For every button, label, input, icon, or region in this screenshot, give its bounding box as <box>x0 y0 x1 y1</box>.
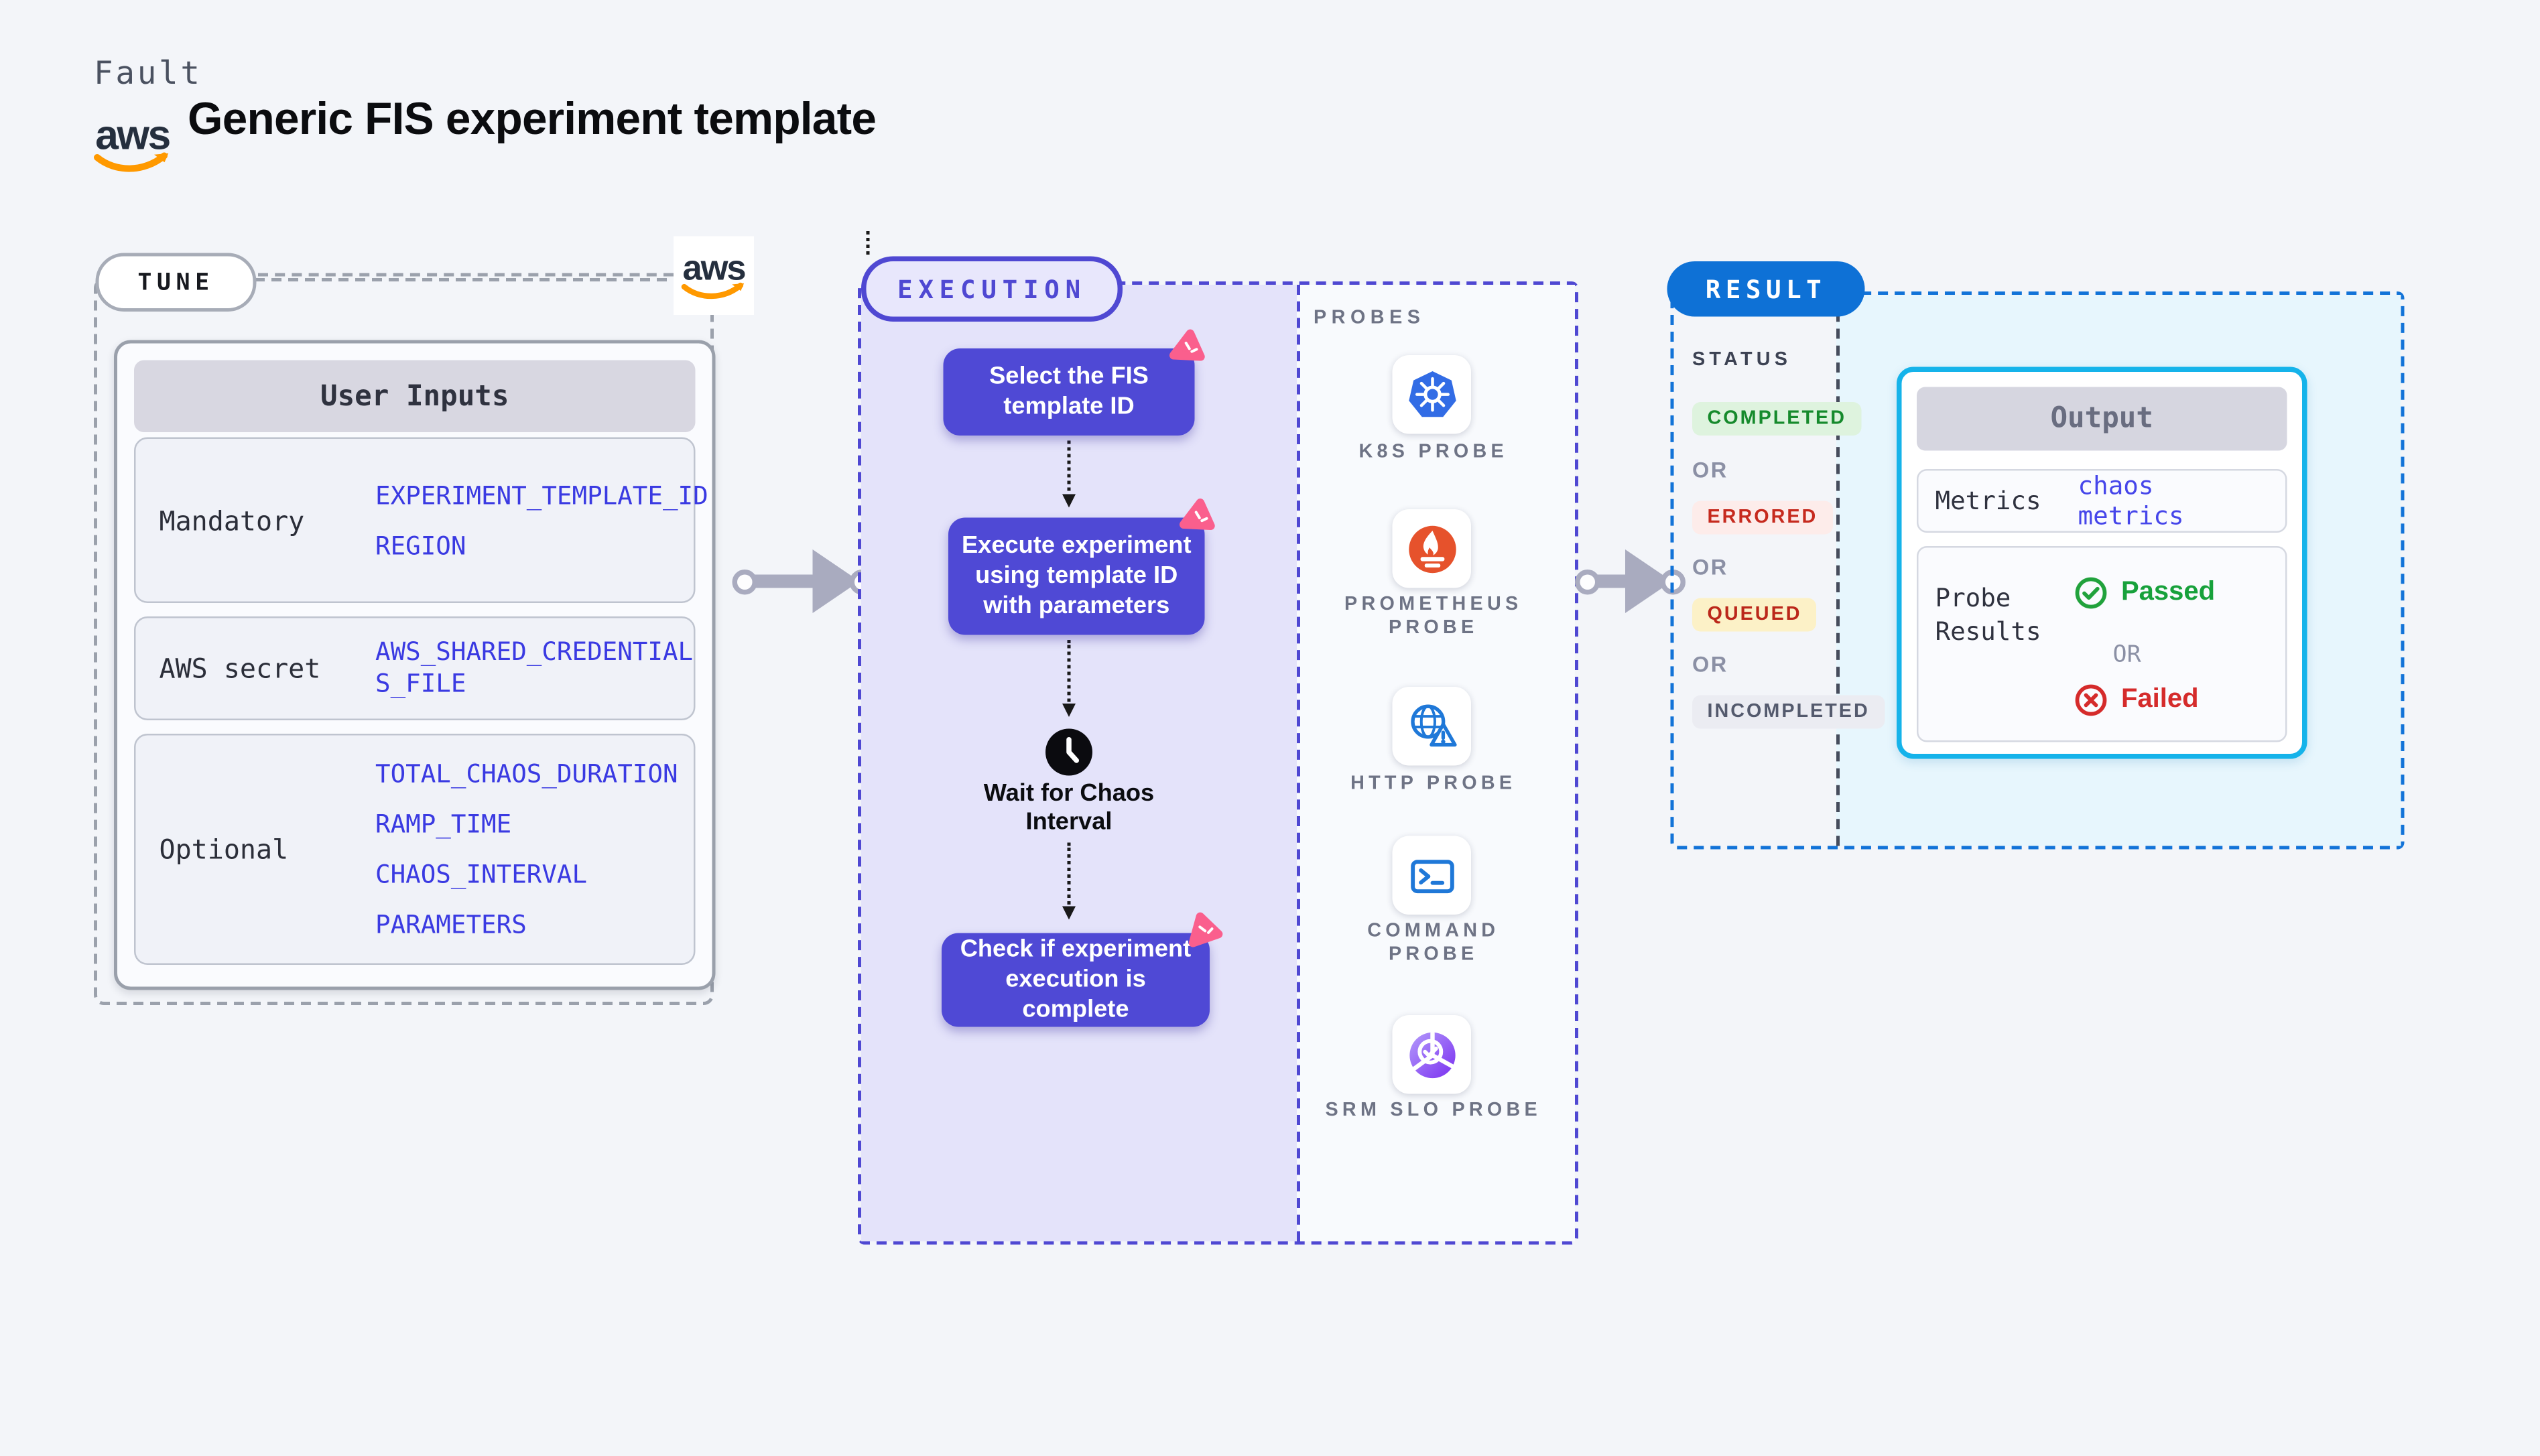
check-circle-icon <box>2075 577 2107 609</box>
svg-text:aws: aws <box>683 250 746 288</box>
chaos-fault-icon <box>1183 910 1223 959</box>
probe-results-label: Probe Results <box>1935 583 2041 647</box>
tune-connector-dash <box>258 273 674 277</box>
chaos-fault-icon <box>1178 496 1218 545</box>
probe-card-command <box>1392 836 1471 915</box>
brand-label: Fault <box>94 55 202 92</box>
row-label: AWS secret <box>159 652 321 685</box>
step-execute-experiment: Execute experiment using template ID wit… <box>948 517 1205 635</box>
failed-label: Failed <box>2121 685 2199 714</box>
metrics-label: Metrics <box>1935 486 2041 516</box>
metrics-value: chaos metrics <box>2078 470 2184 531</box>
failed-result: Failed <box>2074 683 2199 717</box>
aws-logo-card: aws <box>674 236 754 315</box>
tune-section-pill: TUNE <box>95 253 257 312</box>
passed-result: Passed <box>2074 576 2215 610</box>
table-row-mandatory: Mandatory EXPERIMENT_TEMPLATE_ID REGION <box>134 437 708 603</box>
status-badge-completed: COMPLETED <box>1692 402 1862 436</box>
row-label: Optional <box>159 833 289 866</box>
step-wait-chaos-interval: Wait for Chaos Interval <box>983 781 1155 836</box>
flow-arrow <box>1062 842 1076 920</box>
execution-section-pill: EXECUTION <box>861 256 1123 322</box>
probe-card-k8s <box>1392 355 1471 434</box>
aws-logo: aws <box>90 112 174 183</box>
probes-divider <box>1297 285 1300 1242</box>
output-table: Output Metrics chaos metrics Probe Resul… <box>1897 367 2307 759</box>
user-inputs-header: User Inputs <box>134 360 696 432</box>
or-separator: OR <box>1692 651 1728 677</box>
output-header: Output <box>1917 387 2287 451</box>
probe-card-srm-slo <box>1392 1015 1471 1094</box>
flow-arrow <box>1062 440 1076 508</box>
passed-label: Passed <box>2121 578 2216 607</box>
flow-arrow <box>1062 640 1076 717</box>
prometheus-icon <box>1408 525 1456 572</box>
or-separator: OR <box>2112 641 2141 669</box>
probe-label: K8S PROBE <box>1358 442 1508 462</box>
status-divider <box>1836 295 1840 846</box>
x-circle-icon <box>2075 684 2107 716</box>
tune-to-execution-arrow <box>732 548 875 615</box>
table-row-aws-secret: AWS secret AWS_SHARED_CREDENTIALS_FILE <box>134 616 696 720</box>
kubernetes-icon <box>1408 370 1456 417</box>
param-value: RAMP_TIME <box>375 809 512 840</box>
row-label: Mandatory <box>159 504 305 537</box>
aws-icon: aws <box>681 250 747 300</box>
probe-label: SRM SLO PROBE <box>1325 1100 1541 1121</box>
globe-warning-icon <box>1410 704 1456 746</box>
table-row-optional: Optional TOTAL_CHAOS_DURATION RAMP_TIME … <box>134 734 696 965</box>
or-separator: OR <box>1692 554 1728 580</box>
result-section-pill: RESULT <box>1667 261 1865 317</box>
clock-icon <box>1044 727 1094 786</box>
probe-card-prometheus <box>1392 509 1471 588</box>
probe-label: PROMETHEUS PROBE <box>1344 594 1523 639</box>
status-badge-errored: ERRORED <box>1692 501 1833 535</box>
probe-label: COMMAND PROBE <box>1367 921 1500 965</box>
param-value: REGION <box>375 530 466 561</box>
execution-top-stub <box>866 231 870 255</box>
aws-logo-text: aws <box>95 114 170 159</box>
param-value: CHAOS_INTERVAL <box>375 859 588 890</box>
chaos-fault-icon <box>1168 327 1208 376</box>
slo-pie-check-icon <box>1409 1030 1455 1077</box>
execution-to-result-arrow <box>1575 548 1686 615</box>
step-select-template: Select the FIS template ID <box>943 348 1195 436</box>
page-title: Generic FIS experiment template <box>188 94 877 144</box>
param-value: EXPERIMENT_TEMPLATE_ID <box>375 480 708 511</box>
probe-label: HTTP PROBE <box>1350 774 1517 794</box>
step-check-complete: Check if experiment execution is complet… <box>942 933 1210 1027</box>
probes-header: PROBES <box>1314 308 1425 328</box>
probe-card-http <box>1392 687 1471 766</box>
output-row-probe-results: Probe Results Passed OR Failed <box>1917 546 2287 742</box>
param-value: PARAMETERS <box>375 909 527 940</box>
status-badge-queued: QUEUED <box>1692 598 1818 632</box>
or-separator: OR <box>1692 457 1728 483</box>
param-value: AWS_SHARED_CREDENTIALS_FILE <box>375 637 694 699</box>
user-inputs-table: User Inputs Mandatory EXPERIMENT_TEMPLAT… <box>114 340 716 990</box>
output-row-metrics: Metrics chaos metrics <box>1917 469 2287 533</box>
param-value: TOTAL_CHAOS_DURATION <box>375 758 678 789</box>
status-badge-incompleted: INCOMPLETED <box>1692 695 1885 729</box>
terminal-icon <box>1409 858 1454 892</box>
status-header: STATUS <box>1692 350 1792 371</box>
